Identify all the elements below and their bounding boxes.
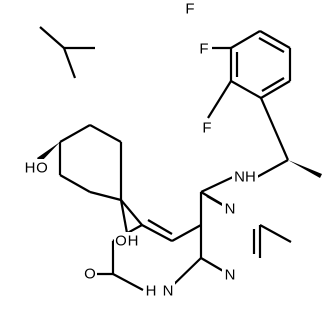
atom-h-ring: H <box>146 283 157 300</box>
bond-ph-1 <box>230 30 261 49</box>
atom-n-ring: N <box>163 283 174 300</box>
bond-ph-ch <box>259 97 290 161</box>
atom-labels: F F F NH N N N H H O O H O <box>23 0 258 300</box>
atom-n-upper: N <box>225 201 236 218</box>
bond-ph-double-3 <box>258 37 285 53</box>
atom-f3: F <box>202 120 211 137</box>
wedge-bond-methyl <box>288 160 322 178</box>
bond-c5-c6 <box>141 224 173 242</box>
bond-ring-f <box>89 190 122 202</box>
atom-n-lower: N <box>225 267 236 284</box>
bond-ph-f <box>207 80 232 119</box>
bond-c2-methyl <box>259 224 292 243</box>
atom-f2: F <box>199 41 208 58</box>
bond-nh-c4 <box>200 176 234 193</box>
atom-nh: NH <box>234 169 256 186</box>
bond-ph-double-2 <box>261 77 285 92</box>
atom-o-carbonyl: O <box>84 266 96 283</box>
bond-c6-cq <box>120 199 143 226</box>
atom-o-oh-top: O <box>36 160 48 177</box>
bond-chf2-ring <box>62 47 77 79</box>
bond-ring-e <box>59 174 91 193</box>
bond-c7-n8 <box>112 273 144 291</box>
bond-lines <box>37 26 322 291</box>
bond-f1-chf2 <box>39 26 65 49</box>
atom-f1: F <box>185 1 194 18</box>
bond-cq-oh <box>119 199 129 234</box>
bond-ch-nh <box>256 159 289 178</box>
bond-ring-c <box>59 124 91 143</box>
bond-c4a-c5 <box>171 224 202 242</box>
atom-h-oh-mid: H <box>128 233 139 250</box>
atom-h-oh-top: H <box>25 160 36 177</box>
atom-o-oh-mid: O <box>115 233 127 250</box>
bond-ring-b <box>89 124 122 143</box>
bond-ph-6 <box>259 30 291 49</box>
wedge-bond-oh <box>37 142 60 163</box>
bond-ph-4 <box>260 80 291 99</box>
bond-ph-3 <box>230 80 262 99</box>
bond-c5-c6-double <box>147 219 173 235</box>
